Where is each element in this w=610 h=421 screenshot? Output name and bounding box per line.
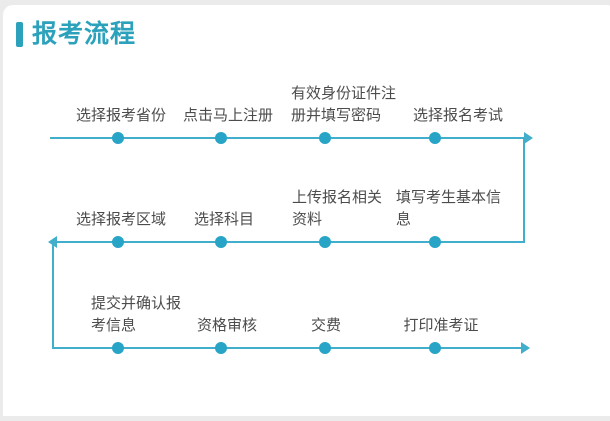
flow-connector-line-row3	[53, 347, 521, 349]
flow-step-label-print-admission-ticket: 打印准考证	[403, 317, 479, 334]
arrow-right-icon	[521, 342, 530, 354]
flow-diagram: 选择报考省份 点击马上注册 有效身份证件注 册并填写密码 选择报名考试 选择报考…	[3, 5, 610, 421]
flow-node-dot	[319, 342, 331, 354]
flow-step-label-click-register: 点击马上注册	[182, 107, 274, 124]
flow-connector-line-left	[52, 241, 54, 349]
flow-node-dot	[429, 132, 441, 144]
content-card: 报考流程 选择报考省份 点击马上注册 有效身份证件注 册并填写密码 选择报名考试	[3, 5, 610, 416]
flow-node-dot	[215, 342, 227, 354]
flow-step-label-select-province: 选择报考省份	[75, 107, 167, 124]
flow-node-dot	[112, 132, 124, 144]
flow-connector-line-right	[523, 137, 525, 243]
arrow-right-icon	[524, 132, 533, 144]
flow-node-dot	[215, 132, 227, 144]
flow-connector-line-row2	[53, 241, 525, 243]
flow-step-label-qualification-review: 资格审核	[196, 317, 258, 334]
flow-node-dot	[215, 236, 227, 248]
flow-node-dot	[112, 236, 124, 248]
flow-node-dot	[429, 342, 441, 354]
flow-node-dot	[319, 236, 331, 248]
flow-step-label-upload-materials: 上传报名相关 资料	[292, 189, 383, 228]
flow-step-label-pay-fee: 交费	[310, 317, 342, 334]
flow-node-dot	[112, 342, 124, 354]
section-header: 报考流程	[16, 21, 136, 48]
flow-step-label-fill-basic-info: 填写考生基本信 息	[396, 189, 502, 228]
flow-step-label-select-exam: 选择报名考试	[412, 107, 504, 124]
page-title: 报考流程	[32, 20, 137, 48]
flow-node-dot	[429, 236, 441, 248]
flow-step-label-select-subject: 选择科目	[193, 211, 255, 228]
flow-step-label-select-area: 选择报考区域	[75, 211, 167, 228]
flow-connector-line-row1	[50, 137, 526, 139]
flow-step-label-submit-confirm: 提交并确认报 考信息	[91, 295, 182, 334]
title-accent-bar	[16, 22, 23, 47]
flow-node-dot	[319, 132, 331, 144]
flow-step-label-id-register-password: 有效身份证件注 册并填写密码	[291, 85, 397, 124]
